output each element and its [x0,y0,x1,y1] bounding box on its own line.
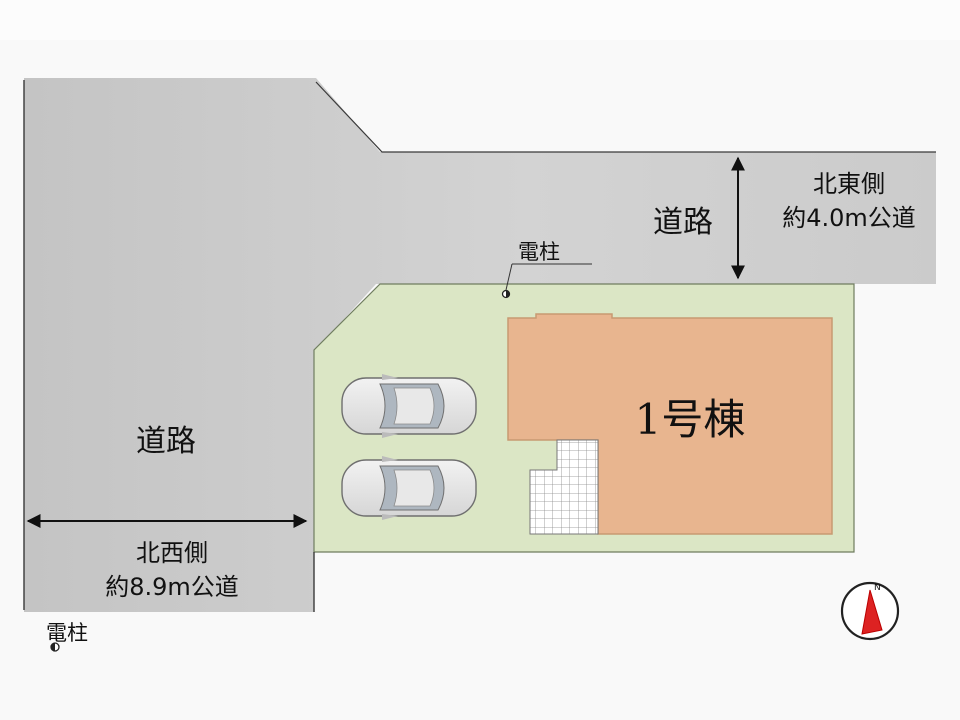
entrance-tiles [529,439,599,535]
compass-north-label: N [874,583,881,593]
northeast-road-info: 北東側 約4.0m公道 [782,167,916,235]
building-label: 1号棟 [634,395,746,444]
northwest-road-info: 北西側 約8.9m公道 [105,536,239,604]
northeast-road-width: 約4.0m公道 [782,204,916,232]
road-area [24,78,936,612]
northwest-road-width: 約8.9m公道 [105,573,239,601]
car-2 [341,456,477,520]
road-label-top: 道路 [653,205,713,240]
utility-pole-bottom-label: 電柱 [46,621,88,645]
car-1 [341,374,477,438]
northeast-road-side: 北東側 [812,170,885,198]
road-edge-top [315,81,936,153]
road-label-left: 道路 [136,424,196,459]
utility-pole-top-label: 電柱 [518,240,560,264]
northwest-road-side: 北西側 [135,539,208,567]
compass-icon: N [840,581,900,641]
